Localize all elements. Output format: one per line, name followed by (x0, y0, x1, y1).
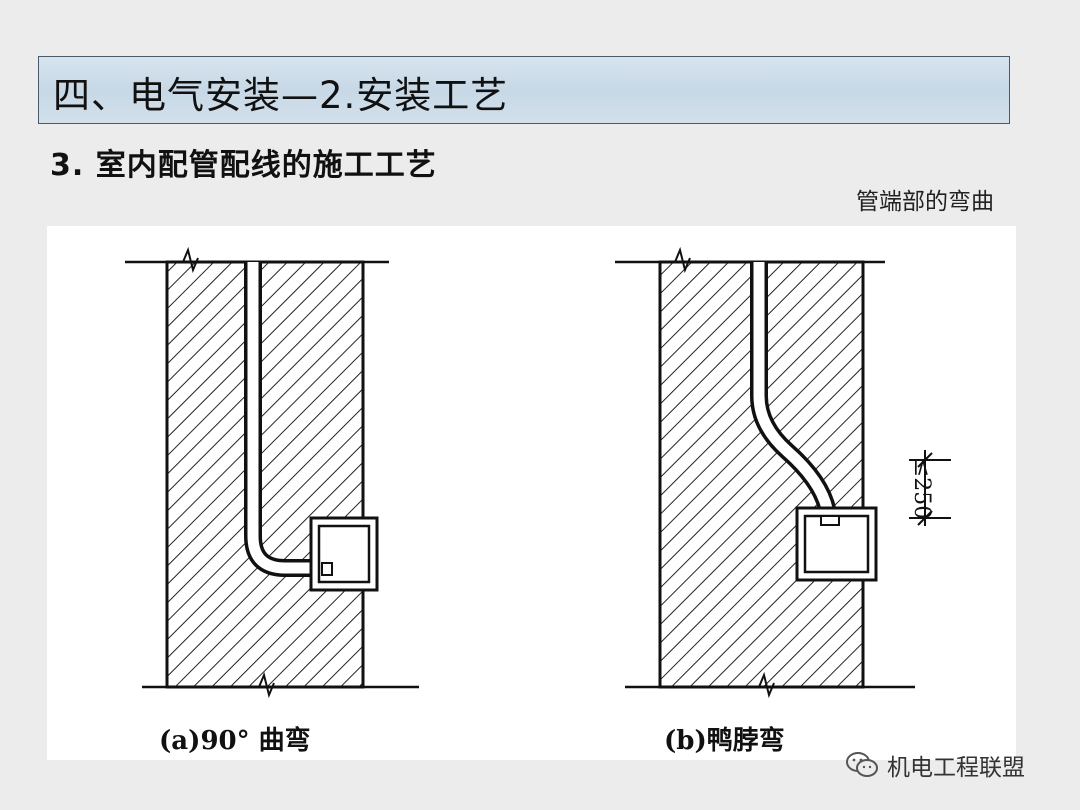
panel-a-wall (125, 246, 419, 699)
panel-b-label: (b)鸭脖弯 (664, 726, 785, 756)
figure-panel: ≤250 (a)90° 曲弯 (b)鸭脖弯 (47, 226, 1016, 760)
page-title: 四、电气安装—2.安装工艺 (53, 74, 509, 117)
pipe-bend-diagram: ≤250 (125, 246, 951, 699)
section-subtitle: 3. 室内配管配线的施工工艺 (50, 148, 437, 183)
title-bar: 四、电气安装—2.安装工艺 (38, 56, 1010, 124)
figure-caption: 管端部的弯曲 (856, 189, 994, 215)
wechat-icon (846, 752, 878, 777)
dimension-label: ≤250 (909, 459, 934, 519)
watermark-text: 机电工程联盟 (887, 755, 1025, 781)
watermark: 机电工程联盟 (845, 748, 1025, 782)
panel-b-wall: ≤250 (615, 246, 951, 699)
panel-a-label: (a)90° 曲弯 (159, 726, 311, 756)
